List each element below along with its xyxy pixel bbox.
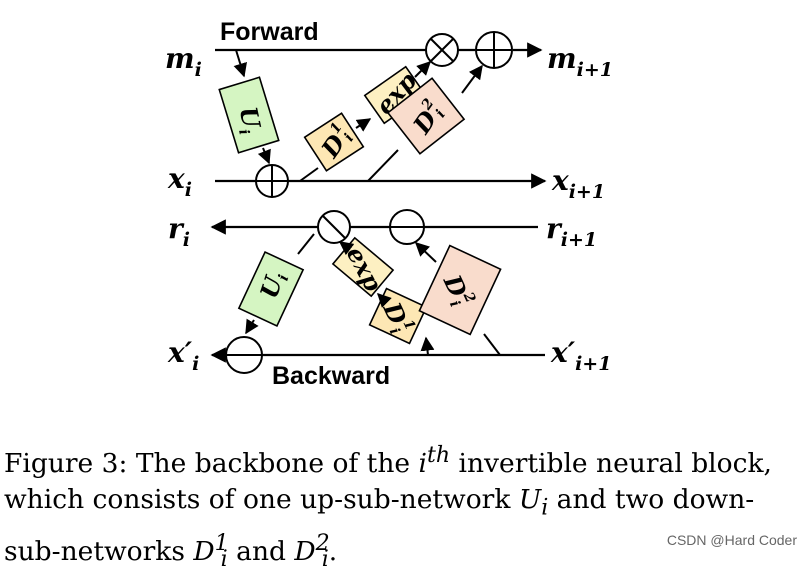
svg-text:mi: mi (165, 42, 202, 81)
arrow-xprime-to-d2 (483, 333, 501, 356)
svg-text:mi+1: mi+1 (547, 42, 613, 81)
multiply-node (425, 33, 459, 67)
arrow-d1-to-exp (355, 118, 372, 132)
invertible-block-diagram: Forward Backward mi mi+1 xi xi+1 ri ri+1… (165, 18, 613, 390)
label-r-next: ri+1 (546, 212, 597, 251)
label-xprime-i: x′i (167, 336, 199, 375)
arrow-u-to-add (257, 147, 271, 165)
label-r-i: ri (168, 212, 190, 251)
arrow-x-to-d1 (299, 167, 319, 182)
caption-and: and (227, 535, 295, 567)
caption-text-2: invertible neural block, which consists … (4, 447, 772, 515)
arrow-d1-to-exp-back (377, 293, 392, 308)
svg-text:x′i+1: x′i+1 (550, 336, 611, 375)
svg-text:xi+1: xi+1 (551, 164, 605, 203)
svg-text:ri+1: ri+1 (546, 212, 597, 251)
label-xprime-next: x′i+1 (550, 336, 611, 375)
arrow-d2-to-subtract (414, 242, 437, 263)
exp-box-backward: exp (331, 236, 395, 298)
svg-text:ri: ri (168, 212, 190, 251)
add-node-m (475, 31, 513, 69)
d2-box-backward: D2i (418, 244, 502, 336)
svg-text:x′i: x′i (167, 336, 199, 375)
d1-box-backward: D1i (368, 287, 428, 345)
arrow-m-to-u (233, 49, 247, 78)
figure-caption: Figure 3: The backbone of the ith invert… (4, 438, 804, 578)
svg-text:xi: xi (167, 162, 192, 201)
u-box-backward: Ui (237, 250, 305, 328)
subtract-node-xprime (225, 336, 263, 374)
add-node-x (255, 164, 289, 198)
caption-u-i: Ui (518, 483, 549, 521)
watermark: CSDN @Hard Coder (666, 532, 797, 548)
u-box-forward: Ui (218, 76, 280, 154)
label-x-i: xi (167, 162, 192, 201)
caption-d1: D1i (193, 531, 229, 573)
arrow-d2-to-add (461, 64, 483, 94)
arrow-xprime-to-d1 (420, 336, 435, 356)
subtract-node-r (389, 209, 425, 245)
d2-box-forward: D2i (386, 77, 466, 155)
divide-node (317, 210, 351, 244)
arrow-exp-to-multiply (414, 61, 431, 78)
label-m-i: mi (165, 42, 202, 81)
label-x-next: xi+1 (551, 164, 605, 203)
backward-label: Backward (272, 362, 390, 390)
svg-text:Ui: Ui (231, 104, 268, 136)
arrow-exp-to-divide (338, 241, 355, 256)
arrow-x-to-d2 (367, 149, 399, 182)
caption-d2: D2i (294, 531, 330, 573)
arrow-u-to-subtract (245, 318, 259, 335)
label-m-next: mi+1 (547, 42, 613, 81)
caption-text-1: Figure 3: The backbone of the (4, 447, 419, 479)
d1-box-forward: D1i (303, 112, 365, 172)
arrow-r-to-u (297, 233, 315, 255)
caption-ith: ith (418, 443, 451, 479)
forward-label: Forward (220, 18, 319, 46)
caption-period: . (328, 535, 338, 567)
